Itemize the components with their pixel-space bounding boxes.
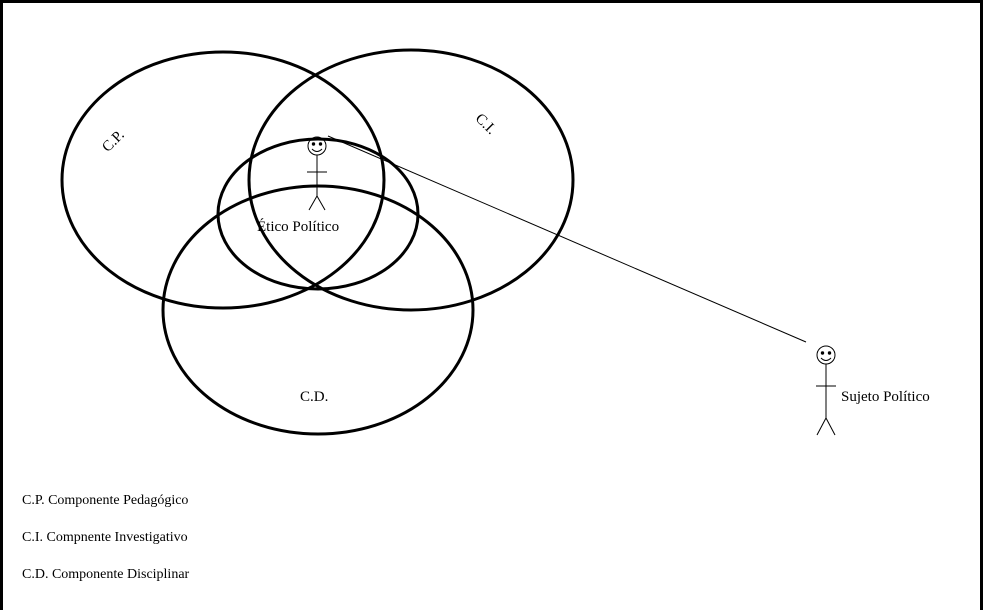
circle-cd [161, 184, 475, 436]
label-cd: C.D. [300, 389, 328, 405]
label-cp: C.P. [99, 127, 127, 155]
legend-cp: C.P. Componente Pedagógico [22, 493, 189, 508]
label-ci: C.I. [472, 111, 499, 138]
stick-figure-inner [307, 136, 327, 211]
circle-etico-politico [216, 137, 420, 291]
label-sujeto-politico: Sujeto Político [841, 389, 930, 405]
stick-figure-outer [816, 345, 836, 436]
legend-cd: C.D. Componente Disciplinar [22, 567, 190, 582]
circle-cp [60, 50, 386, 310]
connector-line [327, 135, 807, 343]
circle-ci [247, 48, 575, 312]
legend-ci: C.I. Compnente Investigativo [22, 530, 188, 545]
label-etico-politico: Ético Político [257, 218, 339, 235]
